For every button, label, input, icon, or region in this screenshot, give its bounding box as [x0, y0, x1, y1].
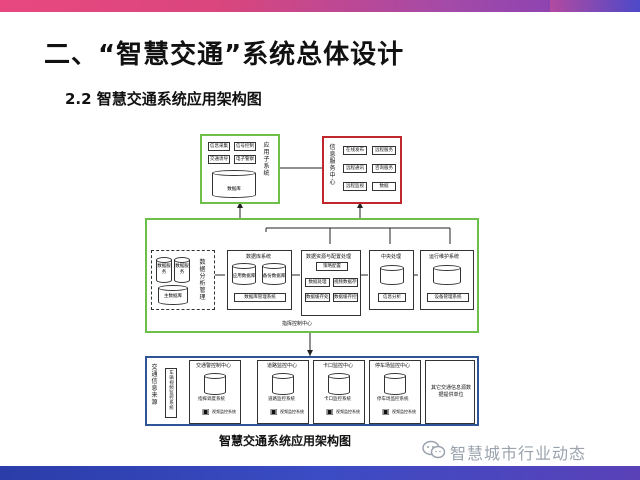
app-database-icon: 数据库 — [212, 170, 256, 198]
source-center-3-db — [328, 373, 350, 395]
source-center-2-db-label: 道路监控系统 — [268, 397, 295, 402]
slide-title: 二、“智慧交通”系统总体设计 — [44, 40, 405, 70]
db-mgmt-bar: 数据库管理系统 — [234, 293, 286, 302]
backup-db-label: 备份数据库 — [262, 274, 286, 279]
app-db-icon: 应用数据库 — [232, 263, 256, 285]
camera-icon-2: ▣ — [270, 407, 278, 416]
info-btn-3: 远程通讯 — [343, 164, 367, 173]
source-center-3-db-label: 卡口监控系统 — [324, 397, 351, 402]
sources-label: 交通信息来源 — [151, 364, 158, 406]
info-btn-5: 远程监视 — [343, 182, 367, 191]
command-center-label: 指挥控制中心 — [282, 321, 313, 327]
slide-subtitle: 2.2 智慧交通系统应用架构图 — [65, 90, 262, 108]
camera-icon-4: ▣ — [382, 407, 390, 416]
central-db-icon — [380, 265, 404, 285]
source-center-2-db — [272, 373, 294, 395]
ops-block: 运行维护系统 设备管理系统 — [420, 250, 474, 310]
info-btn-6: 数据 — [372, 182, 396, 191]
backup-db-icon: 备份数据库 — [262, 263, 286, 285]
app-subsystem-label: 应用子系统 — [263, 142, 270, 177]
integration-cell-1: 数据处理 — [305, 278, 330, 287]
source-center-2: 道路监控中心 道路监控系统 ▣ 视频监控系统 — [257, 360, 309, 424]
top-accent-bar — [0, 0, 640, 12]
db-system-block: 数据库系统 应用数据库 备份数据库 数据库管理系统 — [227, 250, 292, 310]
app-btn-4: 电子警察 — [234, 155, 256, 164]
integration-cell-4: 数据缓存控制 — [333, 293, 358, 302]
source-center-4-db — [384, 373, 406, 395]
source-center-1-title: 交通警控制中心 — [196, 363, 232, 369]
wechat-icon — [422, 440, 446, 459]
source-center-4-db-label: 停车场监控系统 — [377, 397, 409, 402]
watermark: 智慧城市行业动态 — [422, 438, 636, 463]
app-btn-2: 信号控制 — [234, 142, 256, 151]
db-system-title: 数据库系统 — [246, 254, 272, 260]
integration-block: 数据资源与配置处理 策略配置 数据处理 视频数据存储 数据缓存处理 数据缓存控制 — [301, 250, 361, 316]
integration-cell-3: 数据缓存处理 — [305, 293, 330, 302]
ops-db-icon — [433, 265, 461, 285]
source-center-1-db — [204, 373, 226, 395]
central-bar: 信息分析 — [378, 293, 406, 302]
central-title: 中央处理 — [381, 254, 402, 260]
camera-icon-1: ▣ — [202, 407, 210, 416]
watermark-text: 智慧城市行业动态 — [450, 444, 587, 463]
source-center-4-camera-label: 视频监控系统 — [392, 409, 416, 414]
bottom-accent-bar — [0, 466, 640, 480]
ops-title: 运行维护系统 — [429, 254, 460, 260]
source-center-4: 停车场监控中心 停车场监控系统 ▣ 视频监控系统 — [369, 360, 421, 424]
source-center-3: 卡口监控中心 卡口监控系统 ▣ 视频监控系统 — [313, 360, 365, 424]
source-center-3-camera-label: 视频监控系统 — [336, 409, 360, 414]
source-center-1-db-label: 指挥调度系统 — [198, 397, 225, 402]
source-center-4-title: 停车场监控中心 — [375, 363, 411, 369]
app-btn-1: 信息采集 — [208, 142, 230, 151]
app-subsystem-box: 信息采集 信号控制 交通诱导 电子警察 数据库 应用子系统 — [200, 134, 280, 204]
info-btn-4: 咨询服务 — [372, 164, 396, 173]
main-db-label: 主数据库 — [164, 294, 182, 299]
info-btn-1: 在线发布 — [343, 146, 367, 155]
app-db-label: 应用数据库 — [232, 274, 256, 279]
sources-mini-label: 车辆视频监控系统 — [169, 371, 174, 411]
main-db-icon: 主数据库 — [158, 285, 188, 305]
app-database-label: 数据库 — [227, 187, 241, 192]
source-center-1: 交通警控制中心 指挥调度系统 ▣ 视频监控系统 — [189, 360, 241, 424]
command-center-box: 数据服务 数据服务 主数据库 数据分析管理 数据库系统 应用数据库 备份数据库 … — [145, 218, 479, 333]
other-source-label: 其它交通信息源数据提供单位 — [430, 385, 471, 398]
source-center-1-camera-label: 视频监控系统 — [212, 409, 236, 414]
camera-icon-3: ▣ — [326, 407, 334, 416]
integration-title: 数据资源与配置处理 — [306, 254, 352, 260]
source-center-3-title: 卡口监控中心 — [323, 363, 354, 369]
info-btn-2: 远程服务 — [372, 146, 396, 155]
app-btn-3: 交通诱导 — [208, 155, 230, 164]
source-center-2-camera-label: 视频监控系统 — [280, 409, 304, 414]
ops-bar: 设备管理系统 — [427, 293, 469, 302]
info-center-label: 信息服务中心 — [329, 144, 336, 186]
central-processing-block: 中央处理 信息分析 — [369, 250, 414, 310]
other-source-box: 其它交通信息源数据提供单位 — [425, 360, 475, 424]
diagram-caption: 智慧交通系统应用架构图 — [219, 434, 352, 448]
data-service-db-b: 数据服务 — [174, 257, 190, 283]
data-service-db-a: 数据服务 — [156, 257, 172, 283]
sources-box: 交通信息来源 车辆视频监控系统 交通警控制中心 指挥调度系统 ▣ 视频监控系统 … — [145, 356, 479, 426]
integration-cell-2: 视频数据存储 — [333, 278, 358, 287]
data-service-db-a-label: 数据服务 — [157, 264, 171, 275]
data-service-db-b-label: 数据服务 — [175, 264, 189, 275]
top-accent-bar-right — [550, 0, 640, 12]
info-center-box: 信息服务中心 在线发布 远程服务 远程通讯 咨询服务 远程监视 数据 — [322, 136, 402, 204]
source-center-2-title: 道路监控中心 — [267, 363, 298, 369]
data-analysis-label: 数据分析管理 — [199, 259, 206, 301]
integration-top: 策略配置 — [316, 262, 348, 271]
sources-mini-box: 车辆视频监控系统 — [165, 368, 177, 418]
data-service-block: 数据服务 数据服务 主数据库 数据分析管理 — [151, 250, 215, 310]
